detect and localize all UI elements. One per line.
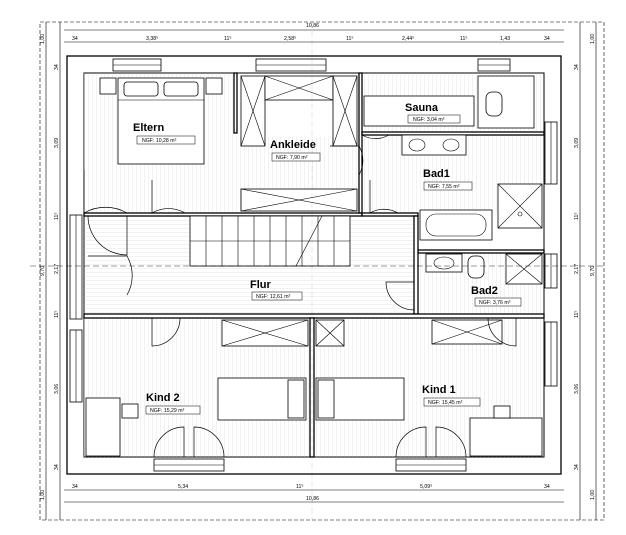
outer-boundary: [39, 21, 605, 521]
room-area-ankleide: NGF: 7,90 m²: [276, 155, 308, 161]
room-name-sauna: Sauna: [405, 102, 439, 114]
dim-right-5: 11⁵: [574, 310, 580, 318]
dim-left-6: 3,06: [54, 384, 60, 394]
dim-right-8: 1,00: [590, 490, 596, 500]
room-name-bad2: Bad2: [471, 285, 498, 297]
room-area-bad2: NGF: 3,76 m²: [479, 300, 511, 306]
windows-left: [69, 214, 83, 403]
dim-left-7: 34: [54, 464, 60, 470]
staircase: [189, 215, 351, 267]
dim-top-1: 3,38⁵: [146, 36, 158, 42]
dim-bottom-3: 5,09⁵: [420, 484, 432, 490]
dimension-left: 1,00 34 3,09 11⁵ 2,17 11⁵ 3,06 34 1,00 9…: [40, 22, 61, 520]
dimension-right: 1,00 34 3,09 11⁵ 2,17 11⁵ 3,06 34 1,00 9…: [574, 22, 597, 520]
windows-top: [112, 58, 511, 72]
room-name-flur: Flur: [250, 279, 271, 291]
dim-top-total: 10,86: [306, 23, 319, 29]
dim-right-7: 34: [574, 464, 580, 470]
dim-right-total: 9,70: [590, 266, 596, 276]
dim-right-6: 3,06: [574, 384, 580, 394]
dim-left-8: 1,00: [40, 490, 46, 500]
dim-bottom-4: 34: [544, 484, 550, 490]
room-name-bad1: Bad1: [423, 168, 450, 180]
room-name-kind1: Kind 1: [422, 384, 456, 396]
room-name-ankleide: Ankleide: [270, 139, 316, 151]
dim-top-5: 2,44⁵: [402, 36, 414, 42]
door-swings: [83, 108, 517, 458]
dim-right-0: 1,00: [590, 34, 596, 44]
room-area-eltern: NGF: 10,28 m²: [142, 138, 177, 144]
dim-left-0: 1,00: [40, 34, 46, 44]
dimension-top: 10,86 34 3,38⁵ 11⁵ 2,58⁵ 11⁵ 2,44⁵ 11⁵ 1…: [64, 23, 564, 43]
dim-bottom-0: 34: [72, 484, 78, 490]
bad2-fixtures: [425, 253, 543, 285]
bad1-fixtures: [401, 75, 543, 241]
dim-right-3: 11⁵: [574, 212, 580, 220]
room-area-kind1: NGF: 15,45 m²: [428, 400, 463, 406]
double-bed: [99, 77, 223, 165]
windows-right: [544, 121, 558, 387]
interior-walls: [83, 72, 545, 458]
room-area-flur: NGF: 12,61 m²: [256, 294, 291, 300]
wardrobes-ankleide: [240, 75, 358, 212]
dim-left-4: 2,17: [54, 264, 60, 274]
room-area-bad1: NGF: 7,55 m²: [428, 184, 460, 190]
room-area-sauna: NGF: 3,04 m²: [413, 117, 445, 123]
dim-right-2: 3,09: [574, 138, 580, 148]
dim-left-3: 11⁵: [54, 212, 60, 220]
dim-top-4: 11⁵: [346, 36, 354, 42]
dim-left-5: 11⁵: [54, 310, 60, 318]
room-name-kind2: Kind 2: [146, 392, 180, 404]
dim-bottom-total: 10,86: [306, 496, 319, 502]
dim-top-0: 34: [72, 36, 78, 42]
kids-furniture: [85, 377, 543, 457]
room-area-kind2: NGF: 15,29 m²: [150, 408, 185, 414]
dim-top-7: 1,43: [500, 36, 510, 42]
dim-left-1: 34: [54, 64, 60, 70]
wardrobes-kids: [221, 319, 503, 347]
windows-bottom: [153, 458, 467, 472]
dim-left-2: 3,09: [54, 138, 60, 148]
dim-bottom-2: 11⁵: [296, 484, 304, 490]
dim-bottom-1: 5,34: [178, 484, 188, 490]
dim-right-4: 2,17: [574, 264, 580, 274]
dim-top-6: 11⁵: [460, 36, 468, 42]
dim-top-8: 34: [544, 36, 550, 42]
dim-top-2: 11⁵: [224, 36, 232, 42]
room-name-eltern: Eltern: [133, 122, 164, 134]
dim-right-1: 34: [574, 64, 580, 70]
dimension-bottom: 34 5,34 11⁵ 5,09⁵ 34 10,86: [64, 484, 564, 503]
dim-left-total: 9,70: [40, 266, 46, 276]
dim-top-3: 2,58⁵: [284, 36, 296, 42]
